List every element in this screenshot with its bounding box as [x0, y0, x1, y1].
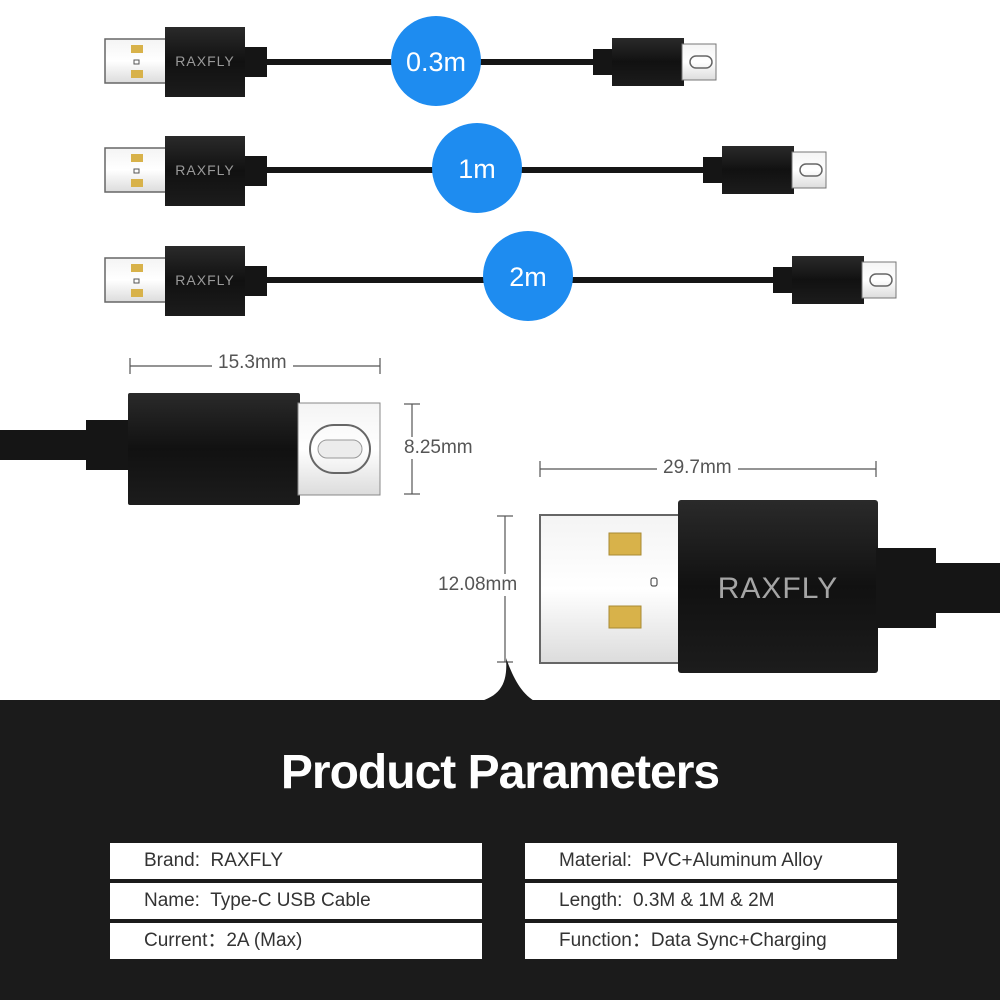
param-value: Data Sync+Charging [650, 930, 827, 951]
usb-c-plug-icon [593, 38, 717, 86]
length-badge [483, 231, 573, 321]
typec-width-label: 15.3mm [212, 352, 293, 374]
brand-logo: RAXFLY [718, 572, 838, 605]
usba-width-label: 29.7mm [657, 457, 738, 479]
param-key: Brand: [144, 850, 200, 871]
param-key: Name: [144, 890, 200, 911]
param-key: Current： [144, 930, 227, 951]
param-value: 0.3M & 1M & 2M [632, 890, 775, 911]
usb-c-plug-icon [703, 146, 827, 194]
usb-a-plug-icon: RAXFLY [104, 27, 267, 97]
usb-a-plug-icon: RAXFLY [104, 246, 267, 316]
length-label: 1m [458, 154, 496, 184]
usb-a-plug-icon: RAXFLY [104, 136, 267, 206]
param-key: Length: [559, 890, 623, 911]
speech-pointer-icon [478, 658, 536, 702]
usba-height-label: 12.08mm [432, 574, 524, 596]
param-function: Function：Data Sync+Charging [525, 923, 897, 959]
param-value: Type-C USB Cable [210, 890, 371, 911]
usba-detail: RAXFLY [497, 461, 1000, 673]
typec-detail [0, 358, 420, 505]
param-length: Length: 0.3M & 1M & 2M [525, 883, 897, 919]
section-title: Product Parameters [280, 746, 720, 799]
length-label: 2m [509, 262, 547, 292]
param-value: 2A (Max) [226, 930, 303, 951]
param-current: Current：2A (Max) [110, 923, 482, 959]
cable-icon [0, 430, 90, 460]
cable-row-short: RAXFLY 0.3m [104, 16, 717, 106]
param-key: Material: [559, 850, 632, 871]
typec-height-label: 8.25mm [398, 437, 479, 459]
cable-row-medium: RAXFLY 1m [104, 123, 827, 213]
brand-logo: RAXFLY [175, 162, 234, 178]
param-key: Function： [559, 930, 651, 951]
length-badge [432, 123, 522, 213]
param-material: Material: PVC+Aluminum Alloy [525, 843, 897, 879]
brand-logo: RAXFLY [175, 272, 234, 288]
length-badge [391, 16, 481, 106]
cable-row-long: RAXFLY 2m [104, 231, 897, 321]
brand-logo: RAXFLY [175, 53, 234, 69]
param-name: Name: Type-C USB Cable [110, 883, 482, 919]
param-brand: Brand: RAXFLY [110, 843, 482, 879]
param-value: RAXFLY [210, 850, 284, 871]
cable-icon [930, 563, 1000, 613]
length-label: 0.3m [406, 47, 466, 77]
usb-c-plug-icon [773, 256, 897, 304]
usb-c-plug-icon [128, 393, 300, 505]
param-value: PVC+Aluminum Alloy [642, 850, 823, 871]
